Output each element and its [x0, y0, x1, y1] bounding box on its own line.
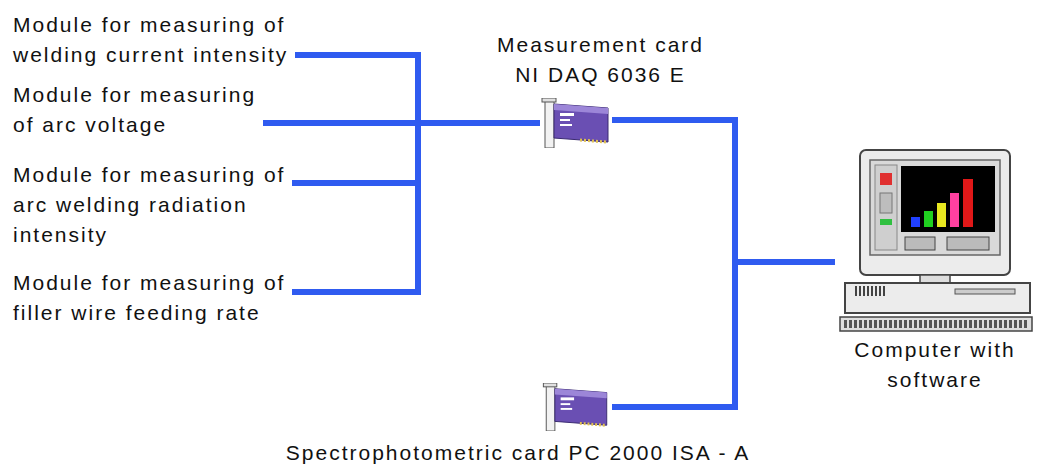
icon-part: [955, 289, 1015, 294]
icon-part: [880, 193, 892, 213]
icon-part: [560, 113, 574, 116]
icon-part: [560, 119, 570, 121]
node-text: Measurement card NI DAQ 6036 E: [488, 30, 713, 90]
icon-part: [545, 98, 554, 148]
signal-line: [612, 262, 835, 407]
icon-part: [920, 275, 950, 283]
icon-part: [905, 237, 935, 250]
icon-part: [870, 160, 1000, 255]
icon-part: [555, 389, 607, 425]
icon-part: [840, 317, 1032, 331]
icon-part: [950, 193, 959, 227]
computer-node: Computer with software: [835, 145, 1035, 335]
signal-line: [612, 120, 835, 262]
icon-part: [555, 389, 607, 399]
icon-part: [554, 104, 608, 142]
icon-part: [855, 286, 887, 296]
icon-part: [937, 203, 946, 227]
icon-part: [845, 283, 1030, 313]
signal-line: [295, 55, 540, 123]
node-text: Computer with software: [835, 335, 1035, 395]
card-node: Measurement card NI DAQ 6036 E: [540, 98, 612, 148]
icon-part: [911, 217, 920, 227]
icon-part: [554, 104, 608, 114]
node-text: Module for measuring of welding current …: [13, 10, 295, 70]
module-label: Module for measuring of welding current …: [13, 10, 295, 70]
spectro-card-icon: [540, 383, 612, 431]
icon-part: [561, 408, 573, 410]
node-text: Spectrophotometric card PC 2000 ISA - A: [278, 438, 758, 468]
icon-part: [580, 423, 605, 425]
icon-part: [844, 320, 1028, 328]
icon-part: [580, 140, 606, 142]
icon-part: [947, 237, 989, 250]
icon-part: [543, 383, 556, 387]
signal-line: [292, 123, 540, 292]
icon-part: [561, 403, 571, 405]
computer-icon: [835, 145, 1035, 335]
icon-part: [542, 98, 556, 102]
icon-part: [963, 179, 973, 227]
node-text: Module for measuring of arc voltage: [13, 80, 263, 140]
icon-part: [561, 397, 574, 400]
icon-part: [880, 219, 892, 225]
card-node: Spectrophotometric card PC 2000 ISA - A: [540, 383, 612, 431]
module-label: Module for measuring of arc voltage: [13, 80, 263, 140]
module-label: Module for measuring of arc welding radi…: [13, 160, 292, 250]
icon-part: [880, 173, 892, 185]
icon-part: [546, 383, 555, 431]
icon-part: [924, 211, 933, 227]
icon-part: [860, 150, 1010, 275]
icon-part: [875, 165, 897, 250]
module-label: Module for measuring of filler wire feed…: [13, 268, 292, 328]
daq-card-icon: [540, 98, 612, 148]
icon-part: [560, 124, 572, 126]
icon-part: [901, 166, 995, 232]
node-text: Module for measuring of arc welding radi…: [13, 160, 292, 250]
node-text: Module for measuring of filler wire feed…: [13, 268, 292, 328]
